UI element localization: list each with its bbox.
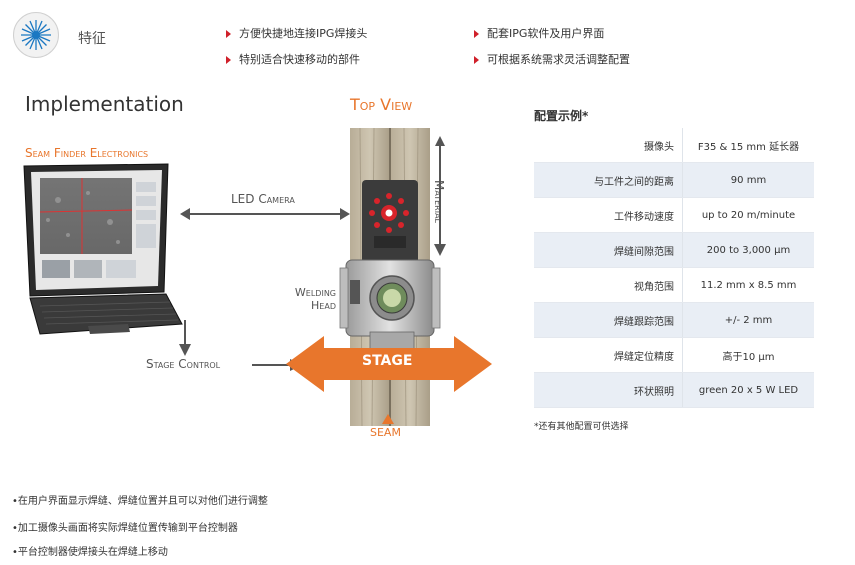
description-item: •在用户界面显示焊缝、焊缝位置并且可以对他们进行调整 [12,492,268,507]
feature-bullet: 配套IPG软件及用户界面 [474,25,604,41]
config-key: 与工件之间的距离 [534,163,683,198]
config-key: 焊缝定位精度 [534,338,683,373]
led-camera-label: LED Camera [231,192,295,206]
bullet-arrow-icon [226,56,231,64]
config-key: 视角范围 [534,268,683,303]
bullet-arrow-icon [474,30,479,38]
feature-bullet: 特别适合快速移动的部件 [226,51,360,67]
table-row: 焊缝定位精度高于10 μm [534,338,814,373]
bullet-arrow-icon [226,30,231,38]
config-value: green 20 x 5 W LED [683,373,815,408]
top-view-label: Top View [350,95,412,114]
bullet-arrow-icon [474,56,479,64]
config-value: 90 mm [683,163,815,198]
seam-label: SEAM [370,426,401,439]
config-title: 配置示例* [534,107,588,124]
seam-marker-icon [382,414,394,424]
config-note: *还有其他配置可供选择 [534,419,629,432]
feature-logo-icon [13,12,59,58]
config-value: +/- 2 mm [683,303,815,338]
config-key: 摄像头 [534,128,683,163]
seam-finder-label: Seam Finder Electronics [25,146,148,160]
config-key: 工件移动速度 [534,198,683,233]
description-item: •平台控制器使焊接头在焊缝上移动 [12,543,168,558]
config-key: 环状照明 [534,373,683,408]
config-key: 焊缝间隙范围 [534,233,683,268]
stage-control-label: Stage Control [146,357,220,371]
config-value: up to 20 m/minute [683,198,815,233]
led-ring-icon [366,190,412,236]
material-label: Material [432,180,446,223]
laptop-down-arrow [178,320,192,356]
laptop-illustration [18,160,188,340]
config-key: 焊缝跟踪范围 [534,303,683,338]
stage-label: STAGE [362,353,412,369]
config-value: 200 to 3,000 μm [683,233,815,268]
config-value: 11.2 mm x 8.5 mm [683,268,815,303]
description-item: •加工摄像头画面将实际焊缝位置传输到平台控制器 [12,519,238,534]
table-row: 焊缝跟踪范围+/- 2 mm [534,303,814,338]
head-label: Head [282,299,336,312]
implementation-title: Implementation [25,92,184,116]
config-value: 高于10 μm [683,338,815,373]
feature-bullet: 可根据系统需求灵活调整配置 [474,51,630,67]
welding-label: Welding [282,286,336,299]
config-value: F35 & 15 mm 延长器 [683,128,815,163]
feature-bullet: 方便快捷地连接IPG焊接头 [226,25,367,41]
feature-title: 特征 [78,28,106,48]
